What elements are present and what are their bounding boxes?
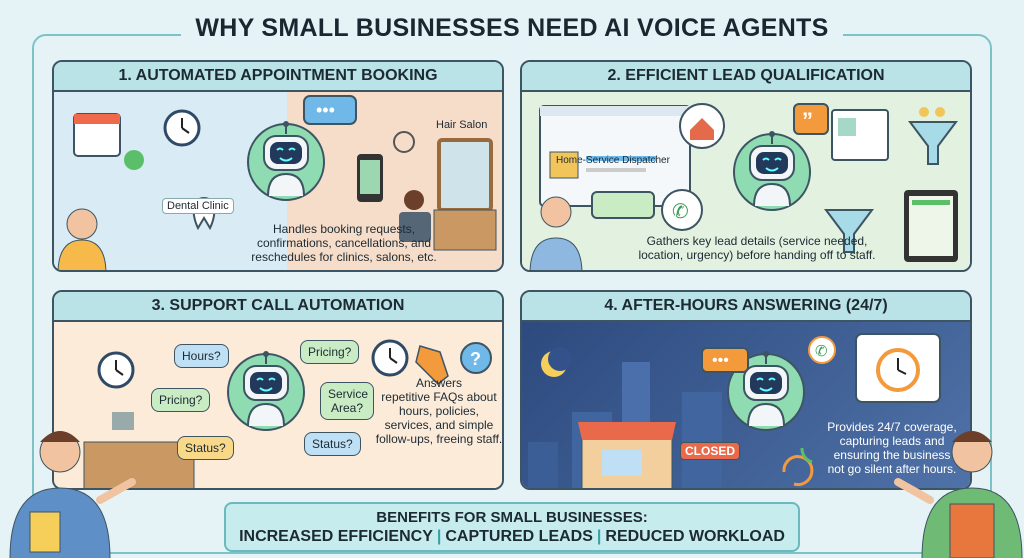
faq-bubble-status: Status? (304, 432, 361, 456)
support-illustration: ? (83, 339, 492, 488)
panel-heading: 1. AUTOMATED APPOINTMENT BOOKING (54, 62, 502, 92)
robot-avatar (227, 350, 305, 431)
closed-shop (578, 422, 676, 488)
divider: | (436, 528, 442, 545)
clock-icon (97, 351, 135, 389)
panel-caption: Provides 24/7 coverage,capturing leads a… (827, 420, 957, 476)
woman-with-phone (57, 208, 107, 270)
clock-icon (371, 339, 409, 377)
dental-clinic-label: Dental Clinic (162, 198, 234, 214)
hair-salon-label: Hair Salon (436, 119, 488, 131)
benefits-list: INCREASED EFFICIENCY|CAPTURED LEADS|REDU… (226, 528, 798, 546)
chat-bubble-icon: ••• (303, 95, 357, 125)
svg-text:?: ? (470, 349, 481, 369)
phone-icon (357, 154, 383, 202)
chat-bubble-icon: ••• (701, 347, 749, 373)
panel-after-hours: 4. AFTER-HOURS ANSWERING (24/7) ••• ✆ CL… (520, 290, 972, 490)
house-icon (679, 103, 725, 149)
price-tag-icon (415, 345, 449, 386)
benefit-item: INCREASED EFFICIENCY (239, 528, 433, 545)
panel-heading: 4. AFTER-HOURS ANSWERING (24/7) (522, 292, 970, 322)
benefits-banner: BENEFITS FOR SMALL BUSINESSES: INCREASED… (224, 502, 800, 552)
panel-heading: 3. SUPPORT CALL AUTOMATION (54, 292, 502, 322)
robot-avatar (733, 130, 811, 211)
moon-icon (541, 347, 572, 377)
refresh-cycle-icon (782, 447, 814, 487)
panel-appointment-booking: 1. AUTOMATED APPOINTMENT BOOKING ••• Den… (52, 60, 504, 272)
faq-bubble-pricing: Pricing? (300, 340, 360, 364)
funnel-icon (908, 107, 958, 165)
svg-text:✆: ✆ (815, 343, 828, 360)
benefits-heading: BENEFITS FOR SMALL BUSINESSES: (376, 509, 648, 526)
panel-caption: Handles booking requests,confirmations, … (251, 222, 437, 264)
panel-lead-qualification: 2. EFFICIENT LEAD QUALIFICATION ” ✆ Home… (520, 60, 972, 272)
divider: | (596, 528, 602, 545)
faq-bubble-service-area: Service Area? (320, 382, 374, 420)
funnel-icon (824, 209, 874, 253)
panel-caption: Gathers key lead details (service needed… (638, 234, 876, 262)
robot-avatar (247, 120, 325, 201)
alarm-clock-icon (855, 333, 941, 403)
benefit-item: REDUCED WORKLOAD (605, 528, 785, 545)
reception-desk (83, 412, 195, 488)
phone-call-icon: ✆ (661, 189, 703, 231)
lead-illustration: ” ✆ (529, 103, 958, 270)
svg-text:✆: ✆ (672, 201, 689, 223)
closed-sign: CLOSED (680, 442, 741, 460)
faq-bubble-status: Status? (177, 436, 234, 460)
dispatcher-label: Home-Service Dispatcher (556, 155, 670, 166)
question-icon: ? (460, 342, 492, 374)
faq-bubble-pricing: Pricing? (151, 388, 211, 412)
svg-text:”: ” (802, 108, 813, 133)
night-illustration: ••• ✆ (528, 333, 941, 488)
phone-call-icon: ✆ (808, 336, 836, 364)
clock-icon (163, 109, 201, 147)
faq-bubble-hours: Hours? (174, 344, 229, 368)
booking-illustration: ••• (57, 95, 497, 270)
calendar-icon (73, 113, 144, 170)
svg-text:•••: ••• (712, 352, 729, 369)
salon-mirror (393, 131, 497, 251)
panel-heading: 2. EFFICIENT LEAD QUALIFICATION (522, 62, 970, 92)
browser-window (539, 105, 691, 207)
chat-quote-icon (591, 191, 655, 219)
checklist-tablet-icon (904, 190, 958, 262)
page-title: WHY SMALL BUSINESSES NEED AI VOICE AGENT… (0, 14, 1024, 43)
salon-chair (399, 190, 431, 242)
quote-bubble-icon: ” (793, 103, 829, 135)
panel-support-call: 3. SUPPORT CALL AUTOMATION ? Hours? Pric… (52, 290, 504, 490)
presenter-man-right (894, 431, 1023, 558)
svg-text:•••: ••• (316, 100, 335, 120)
benefit-item: CAPTURED LEADS (445, 528, 593, 545)
presenter-man-left (9, 431, 136, 558)
woman-avatar (529, 196, 583, 270)
profile-card-icon (831, 109, 889, 161)
